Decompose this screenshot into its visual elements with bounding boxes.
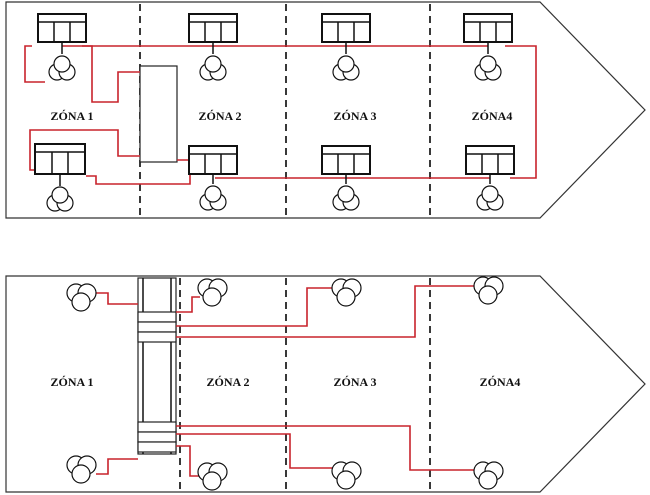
top-cable-upper-to-swb [82,45,140,103]
top-transformer-zone2-upper-c [204,55,222,73]
bottom-transformer-zone1-lower-c [71,464,91,484]
bottom-central-switchboard [137,277,177,455]
bottom-zone-2-label: ZÓNA 2 [206,375,249,389]
top-cable-left-lower-to-swb [86,168,191,185]
top-panel-zone2-lower [188,145,238,175]
bottom-cable-zone4-lower [176,425,474,471]
bottom-transformer-zone2-lower-c [202,471,222,491]
top-transformer-zone3-upper-c [337,55,355,73]
top-unit-zone3-lower [321,145,371,211]
top-transformer-zone3-lower-c [337,185,355,203]
top-unit-zone3-upper [321,13,371,81]
bottom-cable-zone3-lower [176,433,334,469]
bottom-zone-4-label: ZÓNA4 [480,375,521,389]
top-ship-diagram: ZÓNA 1 ZÓNA 2 ZÓNA 3 ZÓNA4 [5,1,646,219]
bottom-zone-3-label: ZÓNA 3 [333,375,376,389]
bottom-zone-1-label: ZÓNA 1 [50,375,93,389]
top-panel-zone3-lower [321,145,371,175]
top-zone-4-label: ZÓNA4 [472,109,513,123]
bottom-transformer-zone2-upper-c [202,287,222,307]
top-zone-3-label: ZÓNA 3 [333,109,376,123]
bottom-transformer-zone1-upper [66,283,97,312]
top-zone-2-label: ZÓNA 2 [198,109,241,123]
top-transformer-zone4-upper-c [479,55,497,73]
bottom-transformer-zone3-upper-c [336,287,356,307]
bottom-ship-diagram: ZÓNA 1 ZÓNA 2 ZÓNA 3 ZÓNA4 [5,275,646,493]
top-transformer-zone1-upper-c [53,55,71,73]
bottom-transformer-zone4-lower [473,461,504,490]
bottom-transformer-zone3-upper [331,278,362,307]
top-unit-zone2-lower [188,145,238,211]
top-panel-zone1-upper [37,13,87,43]
bottom-transformer-zone1-upper-c [71,292,91,312]
bottom-swb-section-2 [137,321,177,333]
bottom-swb-section-4 [137,421,177,433]
bottom-swb-section-6 [137,441,177,453]
bottom-cable-zone2-lower [176,445,200,477]
bottom-cable-zone1-upper [96,292,138,305]
bottom-transformer-zone4-upper [473,276,504,305]
top-panel-zone2-upper [188,13,238,43]
top-cable-left-upper-loop [24,45,45,83]
top-cable-right-upper [505,45,537,179]
top-unit-zone4-lower [465,145,515,211]
bottom-transformer-zone1-lower [66,455,97,484]
top-panel-zone1-lower [34,143,86,175]
bottom-transformer-zone2-upper [197,278,228,307]
bottom-transformer-zone3-lower-c [336,470,356,490]
top-cable-swb-to-left [29,129,140,171]
top-unit-zone4-upper [463,13,513,81]
top-unit-zone1-upper [37,13,87,81]
bottom-transformer-zone4-upper-c [478,285,498,305]
top-transformer-zone2-lower-c [204,185,222,203]
top-panel-zone4-upper [463,13,513,43]
bottom-cable-zone2-upper [176,296,200,313]
bottom-cable-zone4-upper [176,285,476,338]
top-panel-zone4-lower [465,145,515,175]
top-unit-zone1-lower [34,143,86,212]
bottom-ship-hull [5,275,646,493]
top-panel-zone3-upper [321,13,371,43]
top-central-switchboard [139,65,178,163]
bottom-cable-network [96,285,476,477]
top-unit-zone2-upper [188,13,238,81]
bottom-cable-zone1-lower [96,458,138,475]
bottom-swb-section-5 [137,431,177,443]
bottom-transformer-zone2-lower [197,462,228,491]
top-transformer-zone4-lower-c [481,185,499,203]
top-cable-network [24,45,537,185]
bottom-swb-section-3 [137,331,177,343]
top-transformer-zone1-lower-c [51,186,69,204]
bottom-transformer-zone3-lower [331,461,362,490]
bottom-transformer-zone4-lower-c [478,470,498,490]
bottom-cable-zone3-upper [176,287,334,327]
bottom-swb-section-1 [137,311,177,323]
top-zone-1-label: ZÓNA 1 [50,109,93,123]
